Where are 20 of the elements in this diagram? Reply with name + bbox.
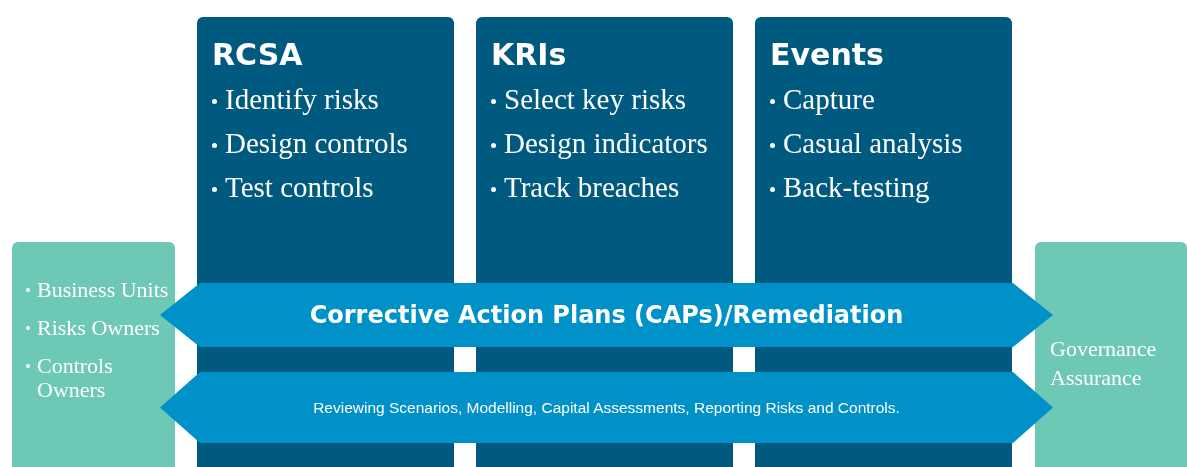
bullet-text: Casual analysis [783, 129, 963, 158]
band-text: Reviewing Scenarios, Modelling, Capital Assessments, Reporting Risks and Controls. [313, 397, 900, 418]
side-panel [1035, 242, 1187, 467]
bullet-text: Design controls [225, 129, 408, 158]
column-heading: KRIs [491, 37, 568, 73]
column-heading: RCSA [212, 37, 304, 73]
bullet-text: Back-testing [783, 173, 930, 202]
bullet-text: Identify risks [225, 85, 379, 114]
side-panel [12, 242, 175, 467]
bullet-text: Capture [783, 85, 875, 114]
bullet-text: Test controls [225, 173, 374, 202]
panel-text: Governance Assurance [1050, 335, 1158, 392]
bullet-text: Track breaches [504, 173, 680, 202]
band-text: Corrective Action Plans (CAPs)/Remediation [309, 300, 904, 331]
bullet-text: Select key risks [504, 85, 686, 114]
bullet-text: Controls Owners [37, 354, 114, 402]
column-heading: Events [770, 37, 885, 73]
bullet-text: Risks Owners [37, 316, 160, 340]
bullet-text: Design indicators [504, 129, 708, 158]
bullet-text: Business Units [37, 278, 169, 302]
